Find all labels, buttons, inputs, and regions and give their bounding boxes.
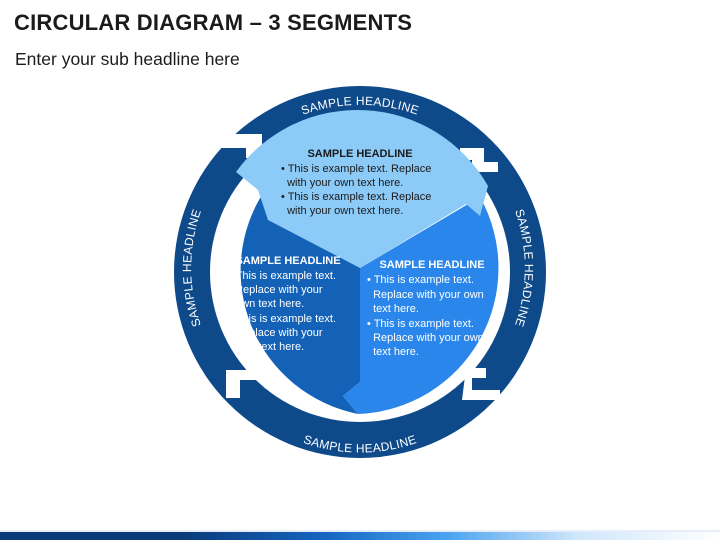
segment-top-text: SAMPLE HEADLINE • This is example text. … <box>281 148 431 217</box>
ring-notch-bottom-left <box>226 370 256 398</box>
page-title: CIRCULAR DIAGRAM – 3 SEGMENTS <box>14 10 413 35</box>
segment-right-text: SAMPLE HEADLINE • This is example text. … <box>367 259 485 358</box>
segment-left-text: SAMPLE HEADLINE • This is example text. … <box>229 255 341 353</box>
ring-notch-top-right <box>460 148 498 172</box>
segment-top-line: • This is example text. Replace <box>281 163 431 175</box>
page-subtitle: Enter your sub headline here <box>15 49 240 69</box>
segment-top-headline: SAMPLE HEADLINE <box>307 148 412 160</box>
segment-left-line: Replace with your <box>229 284 323 296</box>
segment-left-line: own text here. <box>229 298 304 310</box>
segment-right-line: text here. <box>367 346 419 358</box>
segment-left-headline: SAMPLE HEADLINE <box>235 255 340 267</box>
segment-left-line: Replace with your <box>229 327 323 339</box>
segment-top[interactable] <box>236 109 488 268</box>
segment-left-line: own text here. <box>229 341 304 353</box>
segment-top-line: • This is example text. Replace <box>281 191 431 203</box>
segment-right-line: • This is example text. <box>367 274 474 286</box>
segment-right-line: • This is example text. <box>367 318 474 330</box>
segment-right[interactable] <box>343 197 499 414</box>
footer-divider <box>0 530 720 532</box>
ring-notch-top-left <box>222 134 262 158</box>
segment-right-line: Replace with your own <box>367 289 484 301</box>
footer-gradient-bar <box>0 532 720 540</box>
segment-left-line: • This is example text. <box>229 313 336 325</box>
segment-top-line: with your own text here. <box>281 205 403 217</box>
segment-top-line: with your own text here. <box>281 177 403 189</box>
segment-left-line: • This is example text. <box>229 270 336 282</box>
ring-notch-bottom-right <box>462 368 500 400</box>
segment-right-line: text here. <box>367 303 419 315</box>
segment-right-line: Replace with your own <box>367 332 484 344</box>
segment-right-headline: SAMPLE HEADLINE <box>379 259 484 271</box>
